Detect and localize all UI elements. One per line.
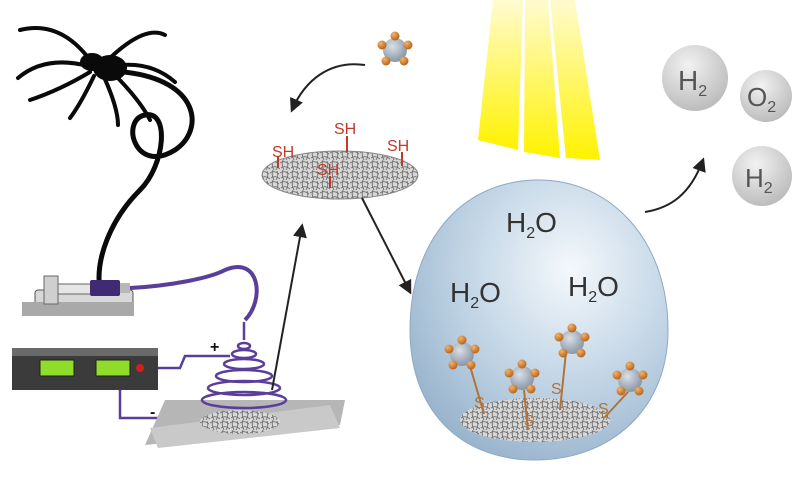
thiol-membrane: [261, 136, 419, 200]
catalyst-cluster-icon: [377, 31, 413, 66]
thioether-label: S: [474, 395, 485, 412]
silk-thread: [96, 69, 195, 293]
spider-icon: [16, 26, 177, 127]
anchored-catalysts: [444, 323, 648, 431]
thioether-label: S: [598, 401, 609, 418]
thiol-label: SH: [317, 162, 339, 179]
arrow-to-products: [644, 157, 706, 213]
positive-terminal-label: +: [210, 339, 219, 356]
product-label: O2: [747, 82, 776, 116]
water-molecule-label: H2O: [506, 207, 557, 242]
product-label: H2: [678, 65, 707, 100]
thioether-label: S: [551, 381, 562, 398]
thioether-label: S: [524, 413, 535, 430]
thiol-label: SH: [272, 144, 294, 161]
syringe-pump-icon: [22, 275, 134, 316]
thiol-label: SH: [334, 121, 356, 138]
arrow-to-membrane: [271, 223, 307, 391]
electrode-wires: [118, 354, 230, 420]
arrow-catalyst-attach: [290, 63, 366, 113]
tubing: [129, 265, 259, 322]
negative-terminal-label: -: [150, 404, 155, 421]
water-droplet: [409, 179, 669, 461]
thiol-label: SH: [387, 138, 409, 155]
product-bubbles: [662, 45, 792, 206]
electrospinning-jet: [200, 322, 288, 410]
water-molecule-label: H2O: [450, 277, 501, 312]
power-supply-icon: [12, 348, 158, 390]
arrow-to-droplet: [361, 197, 412, 295]
product-label: H2: [745, 163, 773, 197]
light-source-icon: [478, 0, 600, 160]
water-molecule-label: H2O: [568, 271, 619, 306]
